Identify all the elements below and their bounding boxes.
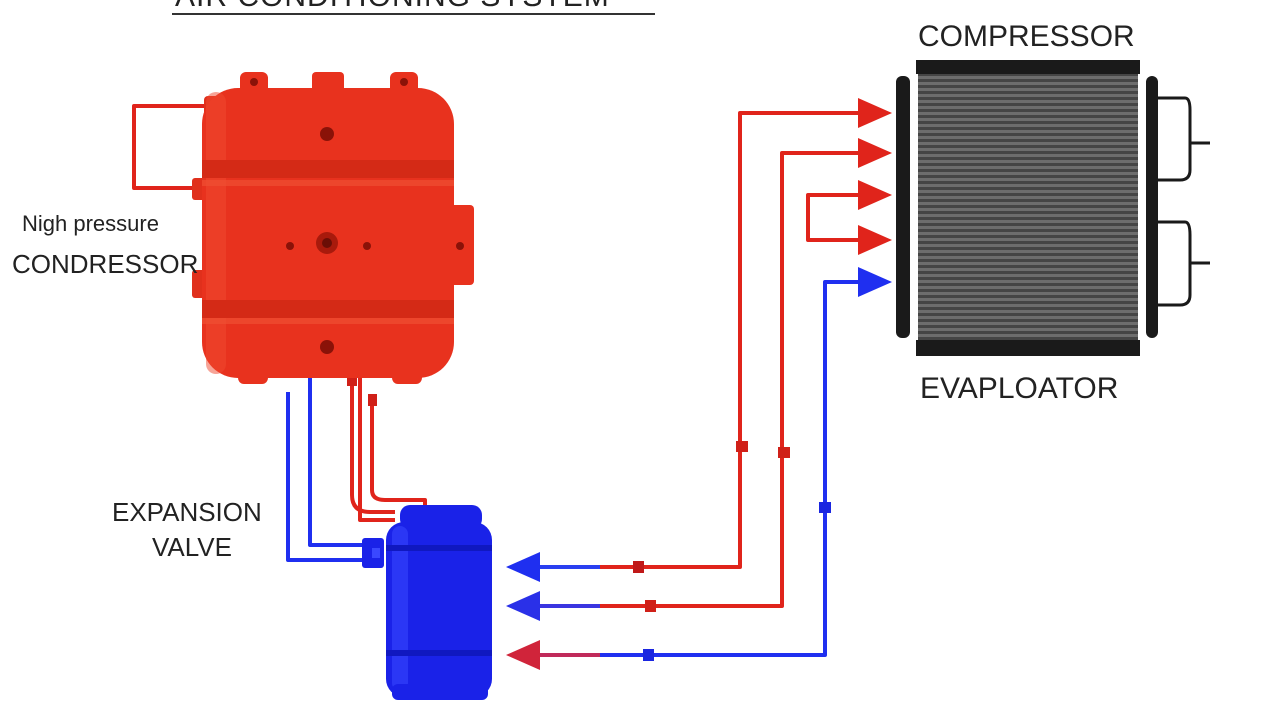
fitting <box>633 561 644 573</box>
coil-fin <box>918 112 1138 115</box>
expansion-valve-icon <box>362 505 492 700</box>
coil-fin <box>918 322 1138 325</box>
coil-fin <box>918 220 1138 223</box>
fitting <box>819 502 831 513</box>
coil-fin <box>918 244 1138 247</box>
coil-fin <box>918 214 1138 217</box>
coil-fin <box>918 136 1138 139</box>
coil-fin <box>918 280 1138 283</box>
coil-fin <box>918 106 1138 109</box>
fitting <box>736 441 748 452</box>
supply-loop <box>806 193 865 242</box>
diagram-title: AIR CONDITIONING SYSTEM <box>175 0 610 13</box>
condenser-to-valve-pipe-1 <box>350 378 395 514</box>
condenser-to-valve-cold-pipe-2 <box>308 374 368 547</box>
arrow-icon <box>506 552 540 582</box>
return-line <box>530 280 865 657</box>
evaporator-label: EVAPLOATOR <box>920 372 1118 405</box>
arrow-icon <box>858 180 892 210</box>
condenser-label-line-2: CONDRESSOR <box>12 249 198 279</box>
coil-fin <box>918 274 1138 277</box>
coil-fin <box>918 118 1138 121</box>
coil-fin <box>918 196 1138 199</box>
evap-right-loop-1 <box>1150 96 1192 182</box>
coil-fin <box>918 190 1138 193</box>
coil-fin <box>918 160 1138 163</box>
condenser-to-valve-cold-pipe-1 <box>286 392 368 562</box>
coil-fin <box>918 208 1138 211</box>
coil-fin <box>918 256 1138 259</box>
coil-fin <box>918 238 1138 241</box>
condenser-unit-icon <box>192 72 474 384</box>
coil-shade <box>918 74 1138 340</box>
fitting <box>347 374 357 386</box>
coil-fin <box>918 298 1138 301</box>
condenser-loop-pipe <box>132 104 210 190</box>
coil-fin <box>918 262 1138 265</box>
coil-fin <box>918 154 1138 157</box>
coil-fin <box>918 124 1138 127</box>
coil-fin <box>918 286 1138 289</box>
expansion-label-line-1: EXPANSION <box>112 497 262 527</box>
coil-fin <box>918 292 1138 295</box>
arrow-icon <box>506 640 540 670</box>
coil-fin <box>918 100 1138 103</box>
coil-fin <box>918 184 1138 187</box>
expansion-label-line-2: VALVE <box>152 532 232 562</box>
coil-fin <box>918 226 1138 229</box>
evap-right-loop-2 <box>1150 220 1192 307</box>
pipe-fittings <box>347 374 831 661</box>
supply-line-2 <box>530 151 865 608</box>
pipes <box>132 96 1210 657</box>
arrow-icon <box>506 591 540 621</box>
compressor-label: COMPRESSOR <box>918 20 1135 53</box>
coil-fin <box>918 178 1138 181</box>
coil-fin <box>918 130 1138 133</box>
coil-fin <box>918 94 1138 97</box>
coil-fin <box>918 202 1138 205</box>
coil-fin <box>918 316 1138 319</box>
coil-fin <box>918 328 1138 331</box>
arrow-icon <box>858 138 892 168</box>
condenser-label-line-1: Nigh pressure <box>22 211 159 236</box>
coil-fin <box>918 304 1138 307</box>
fitting <box>645 600 656 612</box>
coil-fin <box>918 88 1138 91</box>
condenser-to-valve-pipe-2 <box>370 398 427 512</box>
arrow-icon <box>858 98 892 128</box>
coil-fin <box>918 142 1138 145</box>
coil-fin <box>918 172 1138 175</box>
coil-fin <box>918 232 1138 235</box>
fitting <box>778 447 790 458</box>
fitting <box>643 649 654 661</box>
fitting <box>368 394 377 406</box>
arrow-icon <box>858 225 892 255</box>
supply-line-1 <box>530 111 865 569</box>
evaporator-coil-icon <box>896 60 1158 356</box>
arrow-icon <box>858 267 892 297</box>
coil-fin <box>918 268 1138 271</box>
coil-fin <box>918 334 1138 337</box>
coil-fin <box>918 166 1138 169</box>
coil-fin <box>918 76 1138 79</box>
arrows <box>506 98 892 670</box>
coil-fin <box>918 250 1138 253</box>
condenser-to-valve-pipe-3 <box>358 378 395 522</box>
coil-fin <box>918 310 1138 313</box>
coil-fin <box>918 82 1138 85</box>
coil-fin <box>918 148 1138 151</box>
